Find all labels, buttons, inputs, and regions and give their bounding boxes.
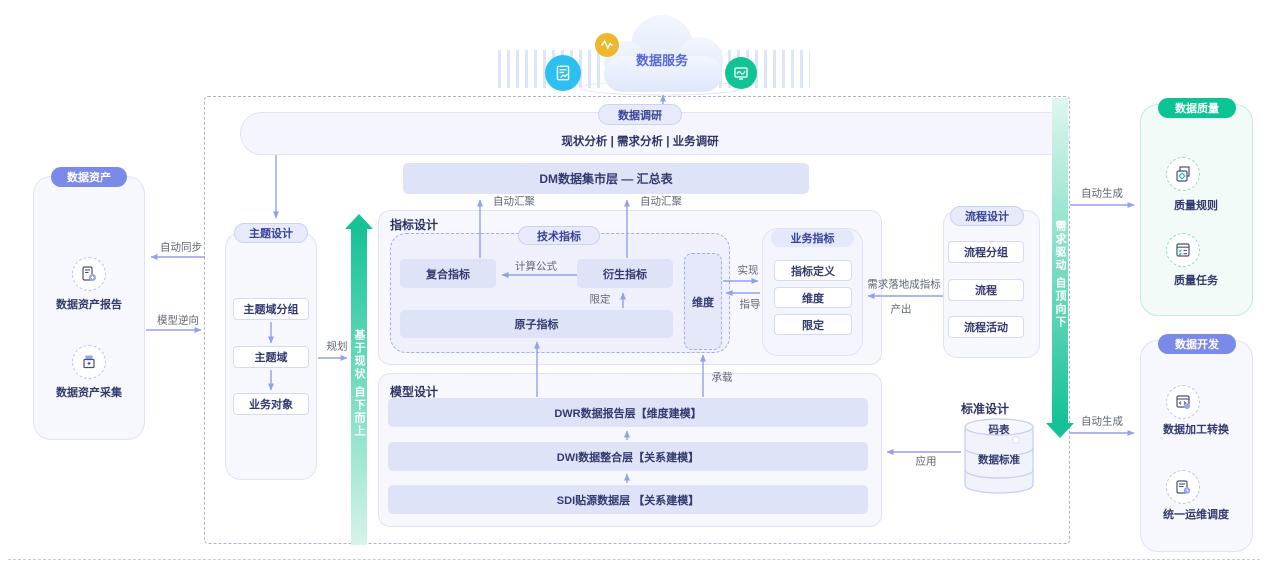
survey-subtitle: 现状分析 | 需求分析 | 业务调研 — [561, 136, 719, 148]
plan-label: 规划 — [326, 340, 348, 353]
down-flow-label: 需求驱动 自顶向下 — [1054, 220, 1066, 330]
demand-label: 需求落地成指标 — [867, 278, 941, 291]
pulse-icon — [600, 39, 613, 50]
cloud-title: 数据服务 — [635, 53, 688, 68]
limit-label: 限定 — [589, 293, 611, 306]
standard-title: 标准设计 — [960, 402, 1009, 416]
auto-agg-label-2: 自动汇聚 — [640, 195, 682, 208]
bottom-divider — [8, 559, 1260, 560]
quality-task-icon — [1176, 243, 1190, 257]
pulse-badge — [595, 33, 619, 57]
asset-collect-label: 数据资产采集 — [56, 387, 122, 399]
produce-label: 产出 — [890, 303, 912, 316]
apply-label: 应用 — [915, 455, 937, 468]
dm-layer-box: DM数据集市层 — 汇总表 — [403, 163, 809, 194]
doc-chart-icon — [556, 65, 570, 81]
indicator-definition-box: 指标定义 — [774, 260, 852, 281]
business-object-box: 业务对象 — [233, 393, 309, 415]
dwi-layer-box: DWI数据整合层【关系建模】 — [388, 442, 868, 471]
process-activity-box: 流程活动 — [948, 316, 1024, 338]
tech-indicator-pill: 技术指标 — [518, 226, 600, 245]
asset-report-label: 数据资产报告 — [56, 299, 122, 311]
data-standard-label: 数据标准 — [978, 454, 1020, 466]
dev-transform-circle — [1166, 385, 1200, 419]
up-flow-label: 基于现状 自下而上 — [353, 329, 365, 439]
asset-report-circle — [72, 257, 106, 291]
data-dev-pill: 数据开发 — [1158, 334, 1236, 354]
dev-schedule-label: 统一运维调度 — [1163, 509, 1229, 521]
carry-label: 承载 — [711, 371, 733, 384]
subject-pill: 主题设计 — [234, 223, 308, 243]
sdi-layer-box: SDI贴源数据层 【关系建模】 — [388, 485, 868, 514]
code-table-label: 码表 — [988, 424, 1010, 436]
asset-report-icon — [82, 266, 96, 281]
composite-indicator-box: 复合指标 — [400, 259, 496, 288]
subject-domain-box: 主题域 — [233, 346, 309, 368]
up-arrowhead — [345, 214, 373, 229]
quality-rule-icon — [1176, 166, 1190, 182]
indicator-title: 指标设计 — [390, 218, 439, 232]
business-indicator-pill: 业务指标 — [771, 229, 854, 247]
atomic-indicator-box: 原子指标 — [400, 310, 673, 338]
dimension-box: 维度 — [684, 253, 722, 350]
monitor-chart-icon — [734, 67, 748, 80]
quality-task-label: 质量任务 — [1174, 275, 1218, 287]
process-box: 流程 — [948, 279, 1024, 301]
top-down-flow-arrow: 需求驱动 自顶向下 — [1046, 98, 1074, 438]
data-asset-pill: 数据资产 — [51, 167, 127, 187]
auto-gen-label-2: 自动生成 — [1081, 415, 1123, 428]
auto-gen-label-1: 自动生成 — [1081, 187, 1123, 200]
business-dimension-box: 维度 — [774, 287, 852, 308]
data-asset-panel — [33, 176, 145, 440]
dwr-layer-box: DWR数据报告层【维度建模】 — [388, 398, 868, 427]
data-quality-pill: 数据质量 — [1158, 98, 1236, 118]
derived-indicator-box: 衍生指标 — [577, 259, 673, 288]
doc-chart-badge — [545, 55, 581, 91]
process-pill: 流程设计 — [950, 206, 1024, 226]
guide-label: 指导 — [739, 298, 761, 311]
quality-task-circle — [1166, 233, 1200, 267]
monitor-chart-badge — [725, 57, 757, 89]
up-arrow-shaft: 基于现状 自下而上 — [351, 229, 367, 545]
dev-transform-label: 数据加工转换 — [1163, 424, 1229, 436]
survey-pill: 数据调研 — [598, 104, 682, 125]
dev-schedule-icon — [1176, 480, 1191, 494]
auto-agg-label-1: 自动汇聚 — [493, 195, 535, 208]
down-arrowhead — [1046, 423, 1074, 438]
asset-collect-circle — [72, 345, 106, 379]
down-arrow-shaft: 需求驱动 自顶向下 — [1052, 98, 1068, 423]
data-dev-panel — [1140, 340, 1253, 552]
process-group-box: 流程分组 — [948, 241, 1024, 263]
quality-rule-circle — [1166, 157, 1200, 191]
realize-label: 实现 — [737, 264, 759, 277]
quality-rule-label: 质量规则 — [1174, 200, 1218, 212]
business-limit-box: 限定 — [774, 314, 852, 335]
auto-sync-label: 自动同步 — [160, 241, 202, 254]
model-reverse-label: 模型逆向 — [157, 314, 199, 327]
asset-collect-icon — [83, 355, 95, 369]
cloud-shape — [580, 15, 745, 96]
dev-transform-icon — [1176, 395, 1190, 409]
bottom-up-flow-arrow: 基于现状 自下而上 — [345, 214, 373, 545]
dev-schedule-circle — [1166, 470, 1200, 504]
model-title: 模型设计 — [390, 385, 439, 399]
data-quality-panel — [1140, 104, 1253, 316]
calc-formula-label: 计算公式 — [515, 260, 557, 273]
subject-domain-group-box: 主题域分组 — [233, 298, 309, 320]
main-frame — [204, 96, 1070, 544]
database-cylinder — [964, 418, 1034, 494]
